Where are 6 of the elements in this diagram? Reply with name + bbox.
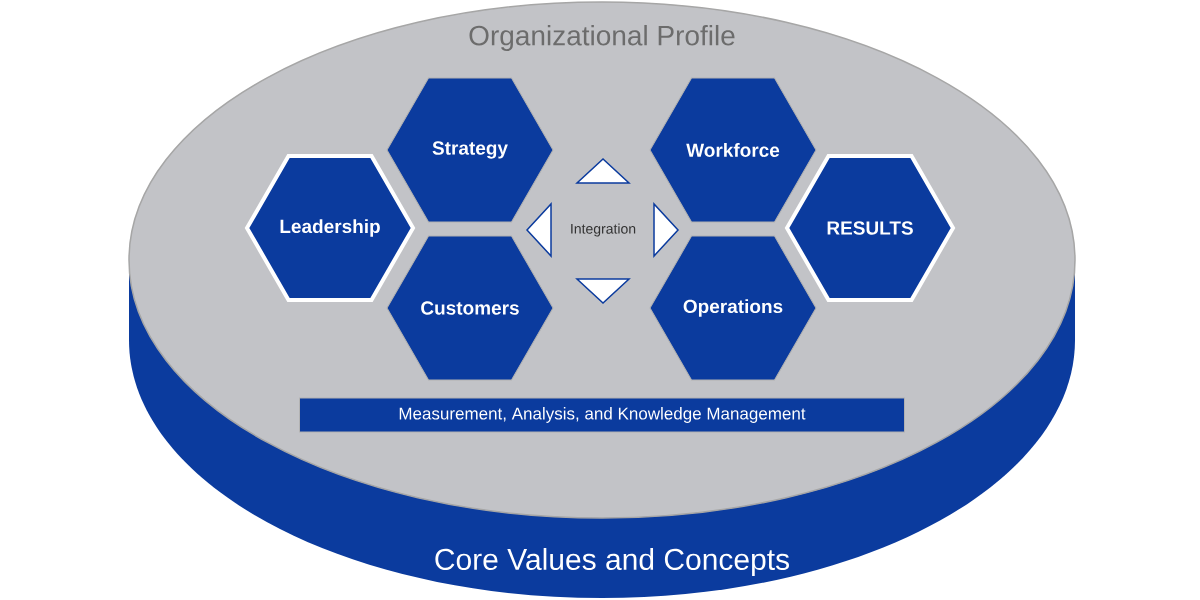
hexagon: Strategy bbox=[386, 77, 554, 223]
label: Integration bbox=[571, 223, 636, 237]
hexagon: Customers bbox=[386, 235, 554, 381]
banner: Measurement, Analysis, and Knowledge Management bbox=[299, 397, 905, 433]
hexagon: Workforce bbox=[649, 77, 817, 223]
hexagon: Operations bbox=[649, 235, 817, 381]
